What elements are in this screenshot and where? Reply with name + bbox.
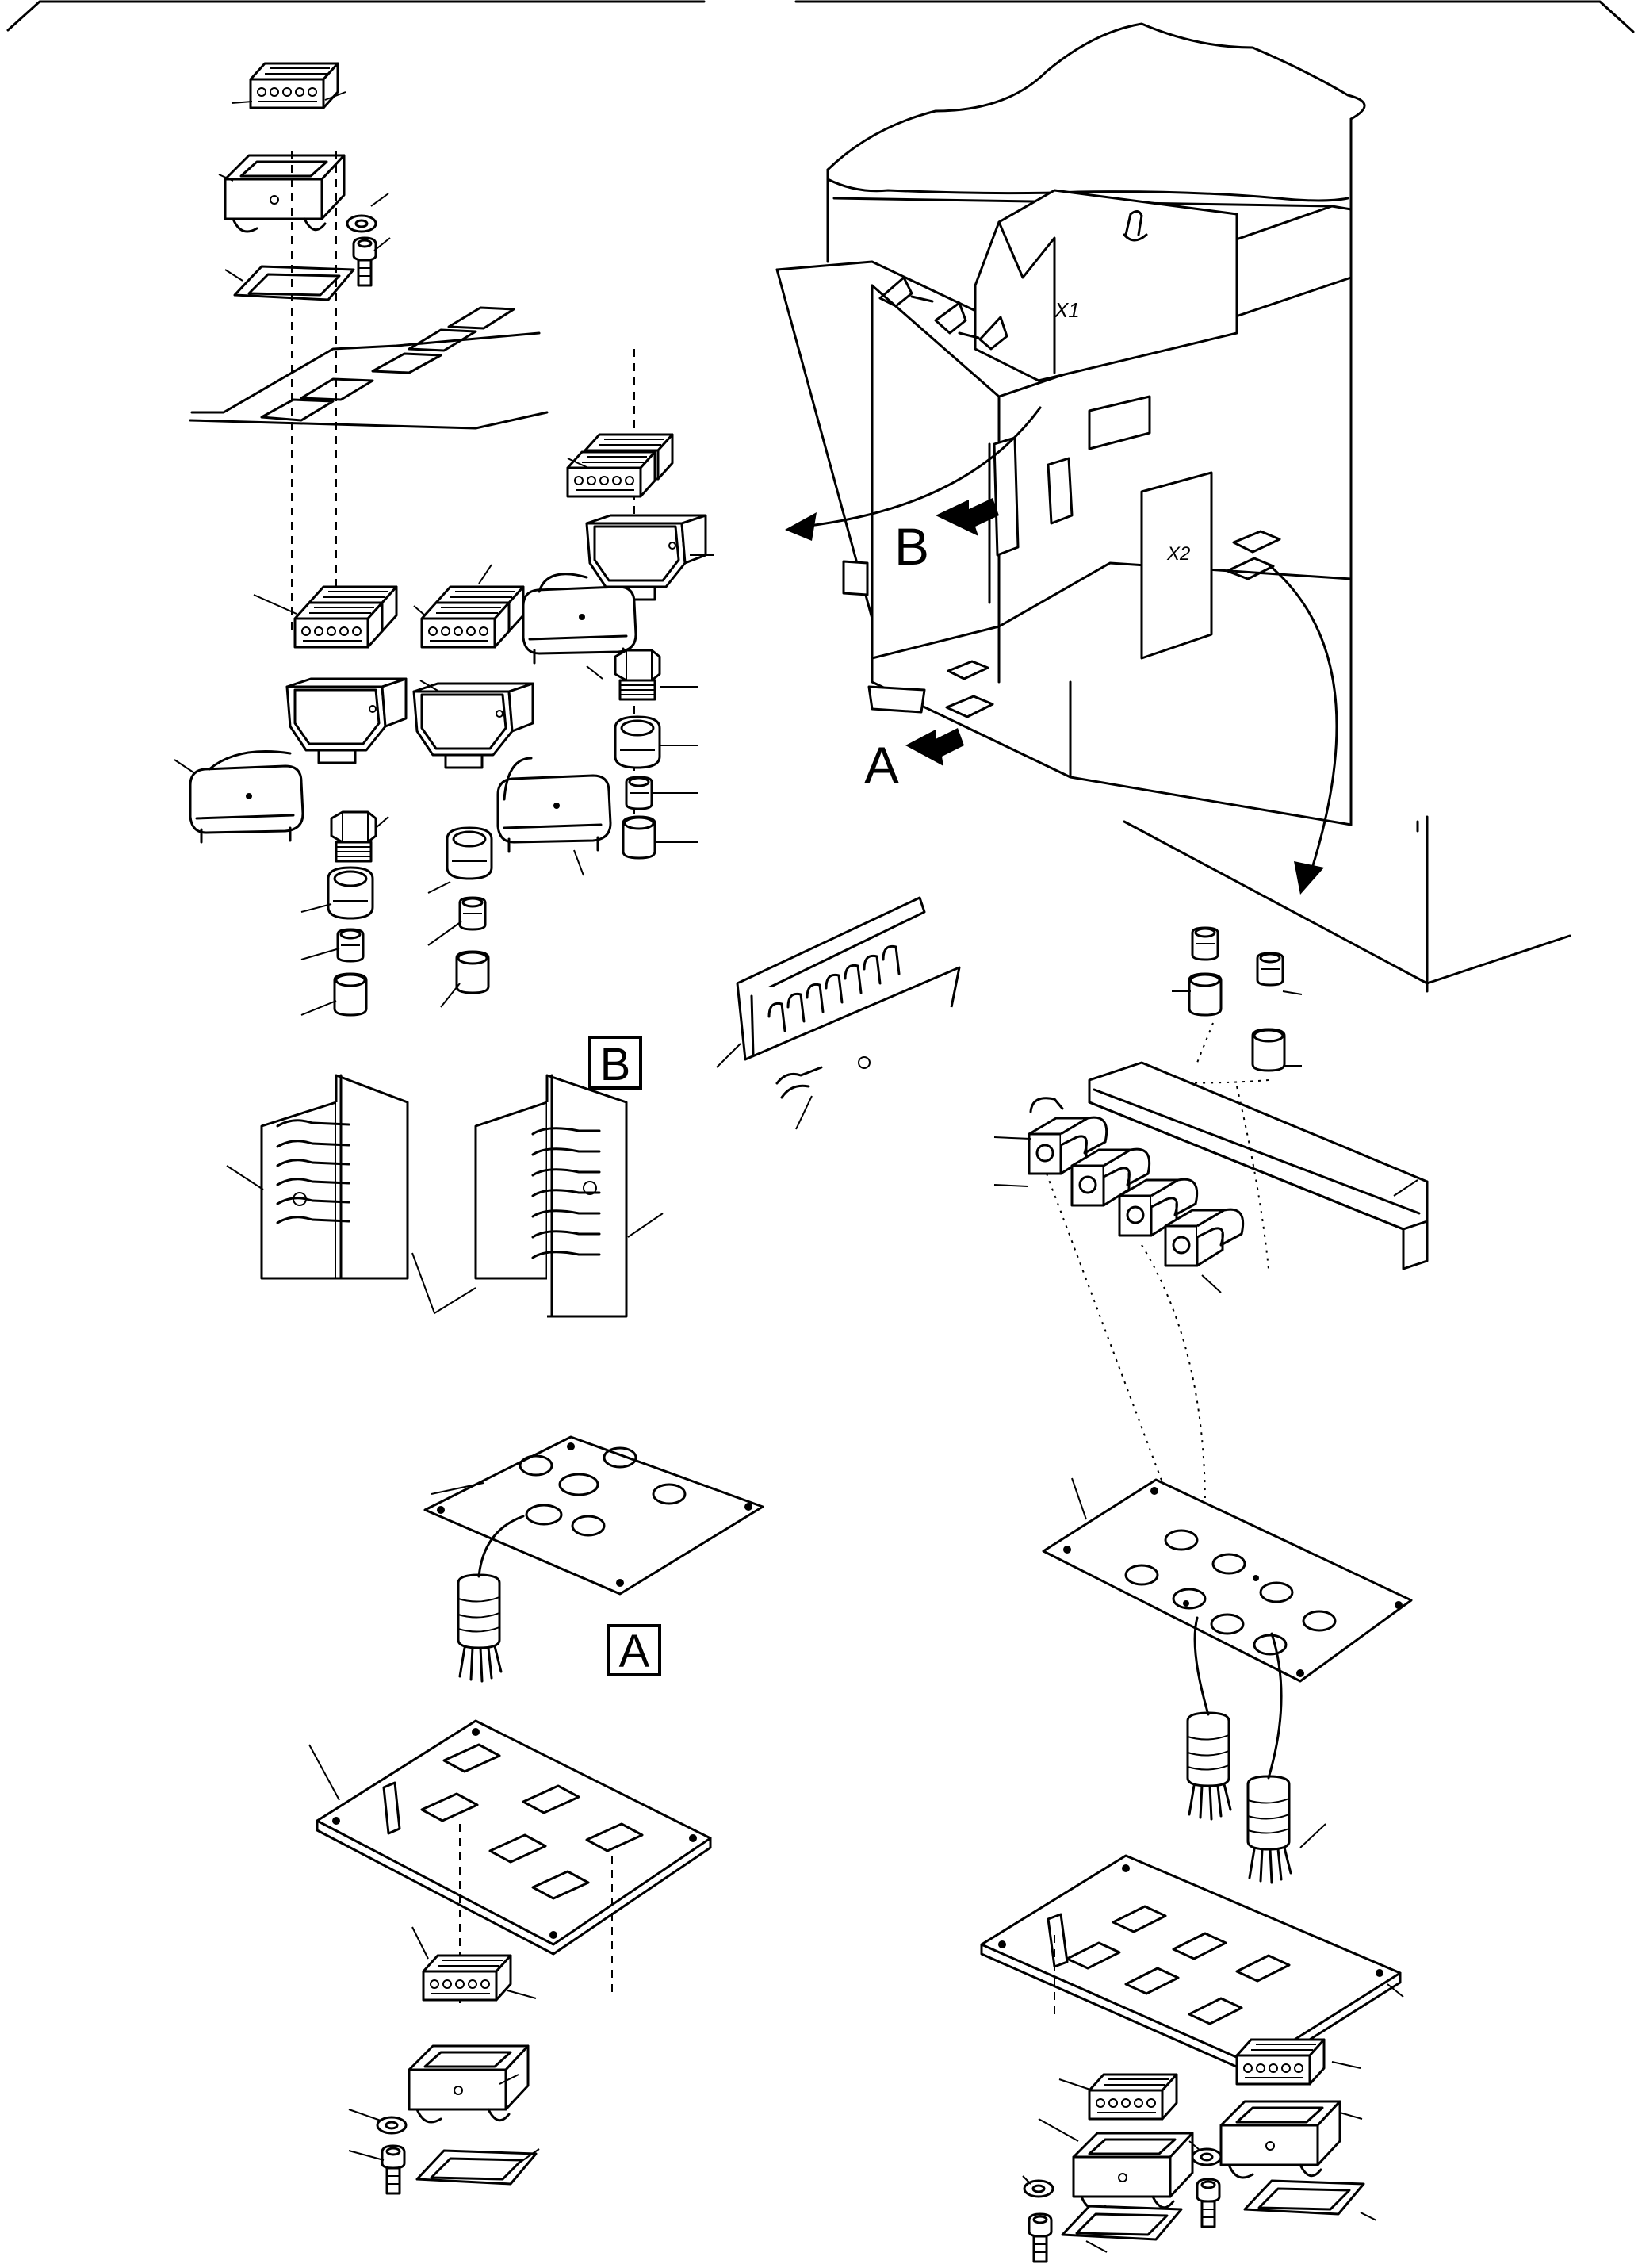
page-border-top <box>6 0 1635 33</box>
connector-assembly-top-left <box>218 62 391 634</box>
x2-label: X2 <box>1166 543 1190 565</box>
gland-plate-right <box>1042 1477 1413 1884</box>
detail-a-label: A <box>619 1626 650 1677</box>
gland-plate-left <box>423 1435 764 1683</box>
view-b-label: B <box>894 517 929 576</box>
panel-strip-top-left <box>189 306 549 430</box>
mounting-plate-left <box>308 1719 712 2195</box>
gland-assembly-middle <box>412 680 612 1008</box>
detail-b-box: B <box>588 1036 642 1090</box>
connector-pair-middle <box>253 564 525 649</box>
view-a-label: A <box>864 736 899 795</box>
detail-a-box: A <box>607 1624 661 1677</box>
rail-and-clamps-right <box>993 926 1429 1508</box>
x1-label: X1 <box>1054 298 1080 322</box>
gland-assembly-right <box>522 349 714 860</box>
gland-assembly-left <box>174 677 408 1017</box>
electrical-cabinet: X1 X2 B A <box>775 22 1571 993</box>
mounting-plate-right <box>980 1854 1404 2263</box>
cable-duct-pair <box>226 1074 664 1318</box>
detail-b-label: B <box>600 1039 631 1090</box>
cable-duct-horizontal <box>716 896 961 1130</box>
